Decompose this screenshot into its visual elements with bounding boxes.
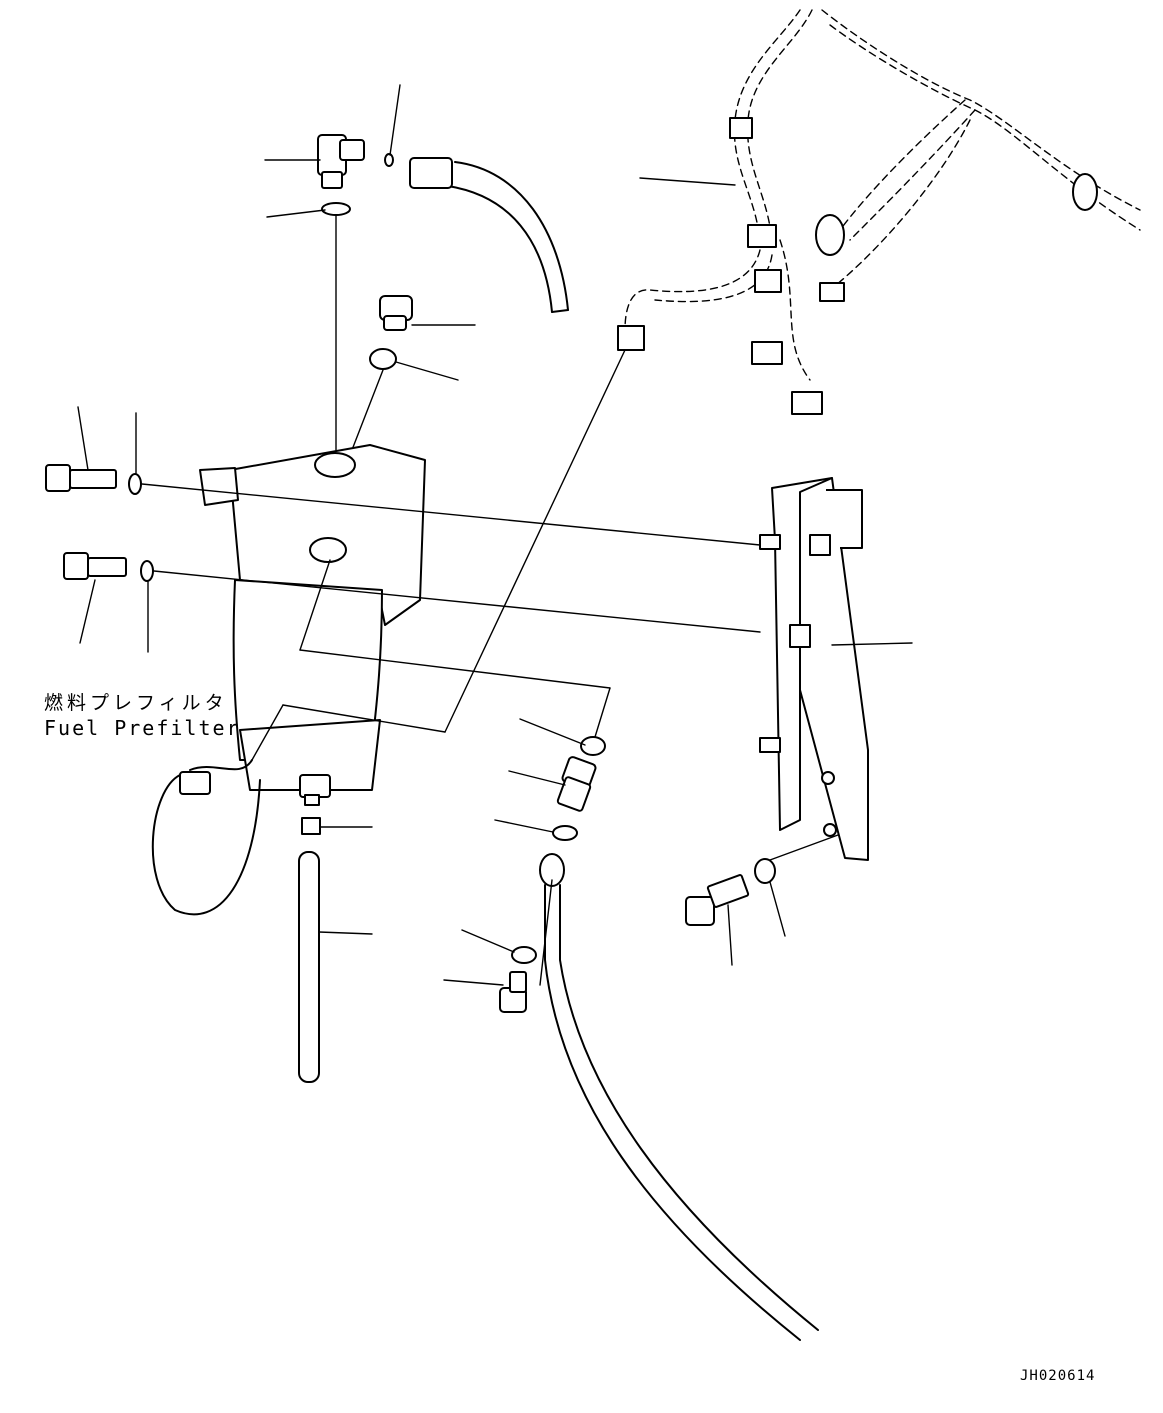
harness-connector (617, 325, 645, 351)
harness-clamp (747, 224, 777, 248)
washer (140, 560, 154, 582)
o-ring-small (384, 153, 394, 167)
drain-tube (298, 851, 320, 1083)
drawing-number: JH020614 (1020, 1368, 1096, 1384)
o-ring (369, 348, 397, 370)
o-ring (321, 202, 351, 216)
mounting-bracket (759, 477, 869, 861)
bolt-left-lower (63, 552, 127, 580)
harness-connector (819, 282, 845, 302)
fuel-hose-lower (539, 853, 819, 1341)
harness-connector (791, 391, 823, 415)
washer (552, 825, 578, 841)
part-name-japanese: 燃料プレフィルタ (44, 692, 228, 714)
wiring-harness (617, 9, 1141, 415)
washer (128, 473, 142, 495)
bolt-left-upper (45, 464, 117, 492)
elbow-fitting (317, 134, 365, 189)
banjo-bolt (499, 971, 527, 1013)
harness-connector (815, 214, 845, 256)
harness-grommet (1072, 173, 1098, 211)
harness-clamp (729, 117, 753, 139)
adapter-fitting (556, 756, 597, 812)
washer (511, 946, 537, 964)
washer (754, 858, 776, 884)
bracket-bolt (685, 874, 750, 926)
harness-clamp (754, 269, 782, 293)
fuel-hose-upper (409, 157, 569, 313)
o-ring (580, 736, 606, 756)
harness-connector (751, 341, 783, 365)
clip (301, 817, 321, 835)
part-name-english: Fuel Prefilter (44, 716, 241, 740)
fuel-prefilter-assembly (151, 444, 426, 916)
plug (379, 295, 413, 331)
hose-fitting (409, 157, 453, 189)
